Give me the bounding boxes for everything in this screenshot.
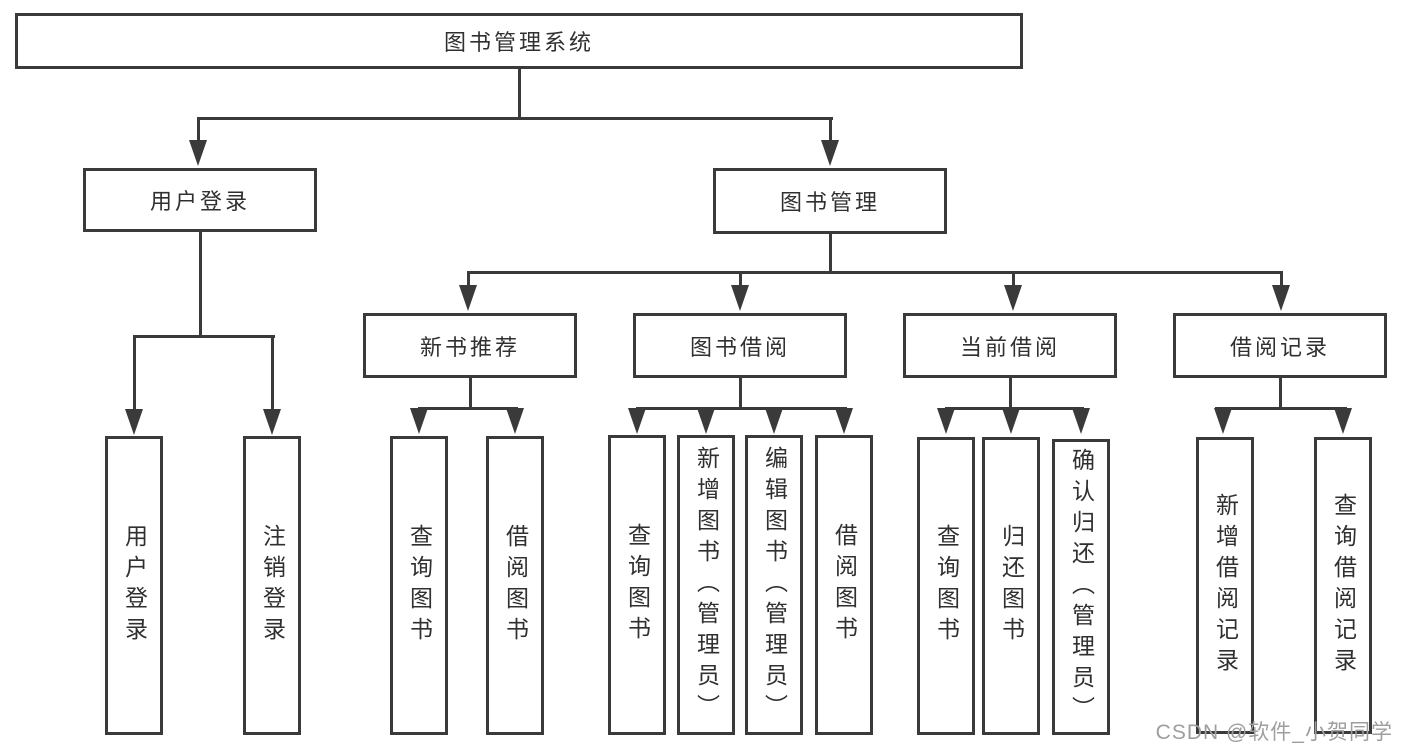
connector-line [1009,376,1012,410]
node-book-management: 图书管理 [713,168,947,234]
arrow-down-icon [821,140,839,166]
node-new-book-recommend: 新书推荐 [363,313,577,378]
node-book-borrow: 图书借阅 [633,313,847,378]
node-current-borrow: 当前借阅 [903,313,1117,378]
node-borrow-records: 借阅记录 [1173,313,1387,378]
connector-line [271,335,274,412]
connector-line [133,335,275,338]
leaf-label: 查询图书 [624,523,651,647]
node-label: 借阅记录 [1229,334,1330,360]
connector-line [197,117,200,144]
connector-line [518,66,521,120]
leaf-label: 新增图书（管理员） [693,445,720,725]
arrow-down-icon [459,285,477,311]
connector-line [1279,376,1282,410]
watermark: CSDN @软件_小贺同学 [1155,721,1393,744]
leaf-logout: 注销登录 [243,436,301,735]
arrow-down-icon [937,408,955,434]
leaf-records-add-record: 新增借阅记录 [1196,437,1254,734]
arrow-down-icon [1272,285,1290,311]
leaf-label: 编辑图书（管理员） [761,445,788,725]
connector-line [133,335,136,412]
arrow-down-icon [1004,285,1022,311]
connector-line [739,271,742,288]
leaf-current-confirm-return-admin: 确认归还（管理员） [1052,439,1110,735]
leaf-user-login: 用户登录 [105,436,163,735]
leaf-label: 归还图书 [998,524,1025,648]
leaf-label: 确认归还（管理员） [1068,447,1095,727]
connector-line [636,407,847,410]
leaf-current-return-books: 归还图书 [982,437,1040,735]
node-label: 图书管理 [779,190,880,215]
connector-line [467,271,1283,274]
leaf-label: 借阅图书 [831,523,858,647]
arrow-down-icon [1072,408,1090,434]
leaf-borrow-query-books: 查询图书 [608,435,666,735]
connector-line [197,117,833,120]
arrow-down-icon [1334,408,1352,434]
arrow-down-icon [697,408,715,434]
leaf-current-query-books: 查询图书 [917,437,975,735]
connector-line [469,376,472,410]
connector-line [418,407,518,410]
node-label: 图书借阅 [689,334,790,360]
arrow-down-icon [263,409,281,435]
node-label: 当前借阅 [959,334,1060,360]
connector-line [199,230,202,338]
node-label: 新书推荐 [419,334,520,360]
leaf-label: 查询图书 [933,524,960,648]
leaf-recommend-query-books: 查询图书 [390,436,448,735]
leaf-recommend-borrow-books: 借阅图书 [486,436,544,735]
node-user-login: 用户登录 [83,168,317,232]
arrow-down-icon [506,408,524,434]
arrow-down-icon [1002,408,1020,434]
connector-line [1012,271,1015,288]
leaf-borrow-borrow-books: 借阅图书 [815,435,873,735]
connector-line [1215,407,1347,410]
leaf-label: 借阅图书 [502,523,529,648]
connector-line [739,376,742,410]
node-label: 图书管理系统 [443,30,594,55]
arrow-down-icon [125,409,143,435]
leaf-label: 新增借阅记录 [1212,492,1239,679]
node-label: 用户登录 [149,189,250,214]
arrow-down-icon [410,408,428,434]
leaf-label: 查询借阅记录 [1330,492,1357,679]
connector-line [829,117,832,144]
arrow-down-icon [189,140,207,166]
arrow-down-icon [765,408,783,434]
connector-line [1280,271,1283,288]
connector-line [829,232,832,274]
leaf-records-query-record: 查询借阅记录 [1314,437,1372,734]
node-library-system: 图书管理系统 [15,13,1023,69]
leaf-label: 查询图书 [406,523,433,648]
leaf-borrow-edit-books-admin: 编辑图书（管理员） [745,435,803,735]
leaf-label: 注销登录 [259,523,286,648]
arrow-down-icon [731,285,749,311]
arrow-down-icon [628,408,646,434]
connector-line [467,271,470,288]
leaf-label: 用户登录 [121,523,148,648]
leaf-borrow-add-books-admin: 新增图书（管理员） [677,435,735,735]
arrow-down-icon [835,408,853,434]
arrow-down-icon [1214,408,1232,434]
